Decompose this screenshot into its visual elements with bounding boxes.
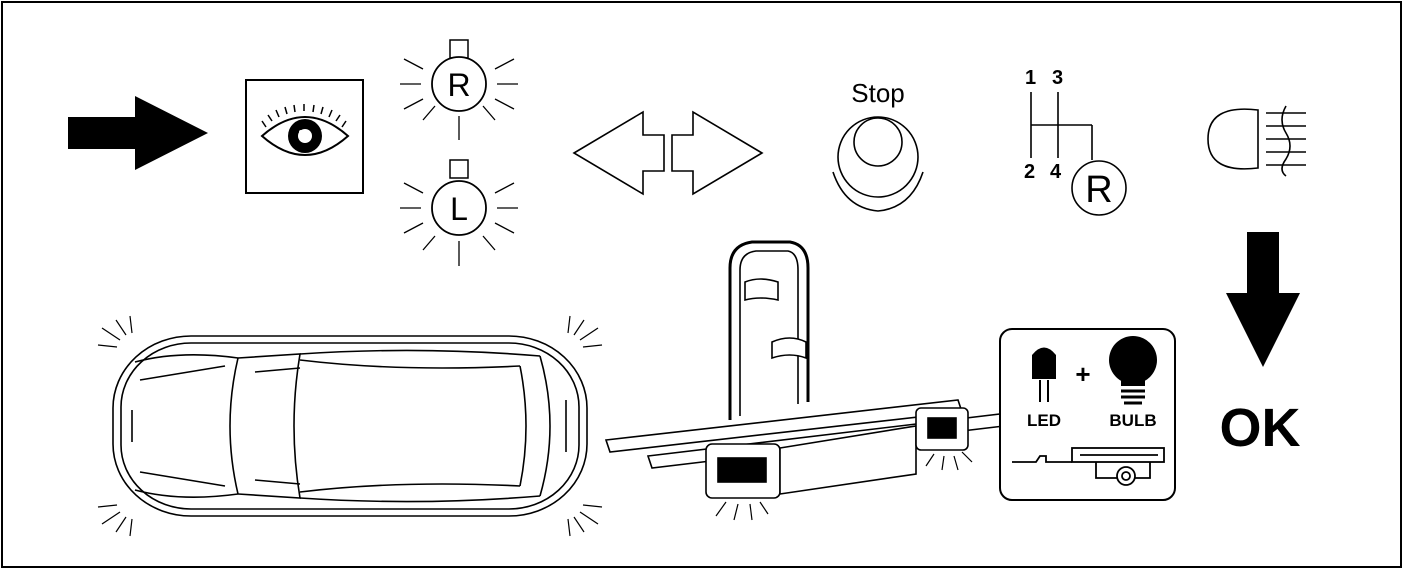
turn-signal-right-icon (400, 39, 518, 140)
gear-3-label: 3 (1052, 67, 1063, 89)
stop-label: Stop (851, 78, 905, 108)
car-top-view-icon (112, 335, 588, 517)
led-icon (1032, 347, 1056, 402)
turn-signal-left-icon (400, 159, 518, 266)
arrow-down-icon (1226, 232, 1300, 367)
bike-carrier-icon (604, 240, 1006, 499)
gear-1-label: 1 (1025, 67, 1036, 89)
ok-label: OK (1220, 398, 1301, 458)
trailer-icon (1012, 447, 1165, 486)
gear-shift-icon (1030, 92, 1127, 216)
gear-reverse-label: R (1085, 169, 1112, 211)
led-label: LED (1027, 411, 1061, 430)
hazard-arrows-icon (572, 110, 764, 196)
turn-signal-right-letter: R (447, 67, 470, 103)
arrow-right-icon (68, 96, 208, 170)
led-bulb-panel (999, 328, 1176, 501)
turn-signal-left-letter: L (450, 191, 468, 227)
eye-inspect-icon (245, 79, 364, 194)
bulb-icon (1109, 336, 1157, 405)
stop-lamp-icon (832, 116, 924, 212)
bulb-label: BULB (1109, 411, 1156, 430)
car-light-rays (97, 315, 603, 537)
gear-4-label: 4 (1050, 161, 1062, 183)
gear-2-label: 2 (1024, 161, 1035, 183)
fog-lamp-icon (1207, 105, 1306, 177)
carrier-light-rays (715, 451, 973, 521)
plus-sign: + (1075, 359, 1090, 389)
